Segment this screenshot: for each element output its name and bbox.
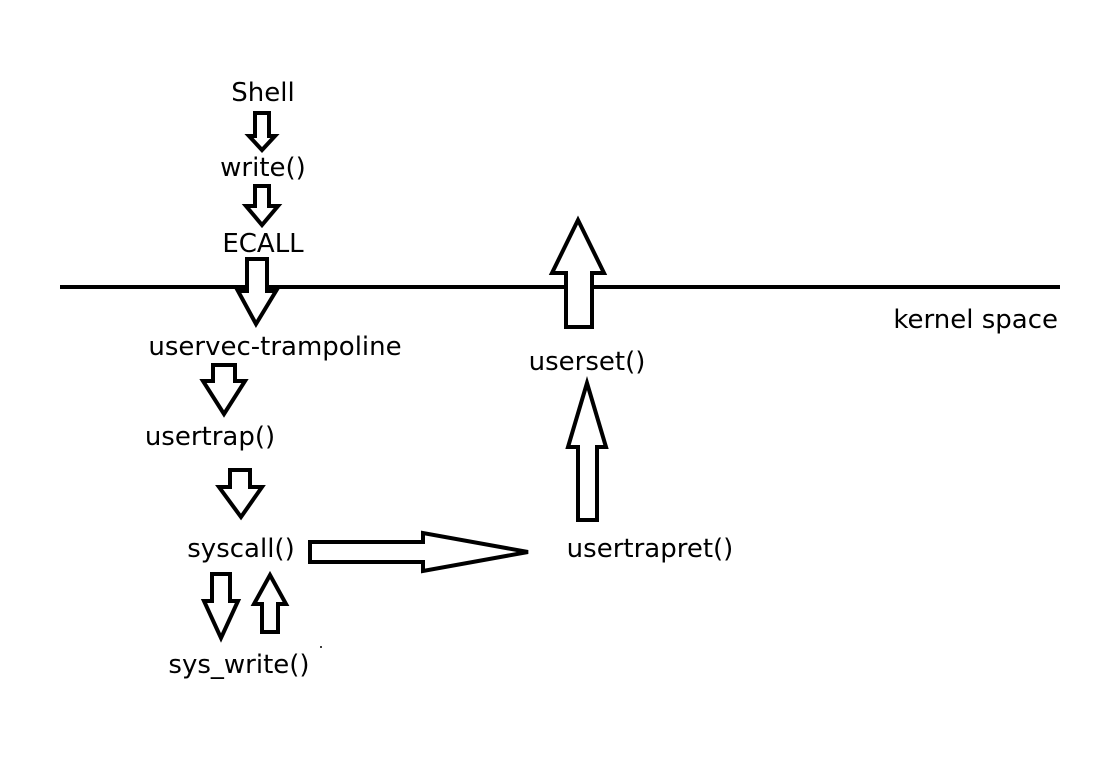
shell-node: Shell (231, 78, 294, 108)
arrow-syscall-to-sys-write (200, 572, 242, 643)
speck-mark (320, 646, 322, 648)
userset-node: userset() (529, 347, 646, 377)
arrow-userset-to-user-space (548, 215, 608, 329)
uservec-trampoline-node: uservec-trampoline (148, 332, 401, 362)
arrow-usertrap-to-syscall (215, 468, 266, 521)
usertrapret-node: usertrapret() (567, 534, 734, 564)
usertrap-node: usertrap() (145, 422, 275, 452)
sys-write-node: sys_write() (168, 650, 309, 680)
arrow-uservec-to-usertrap (199, 363, 249, 418)
arrow-syscall-to-usertrapret (308, 530, 529, 574)
arrow-ecall-to-uservec (234, 257, 280, 329)
arrow-write-to-ecall (241, 184, 283, 229)
arrow-sys-write-to-syscall (250, 570, 290, 634)
arrow-usertrapret-to-userset (565, 375, 609, 522)
arrow-shell-to-write (244, 111, 280, 153)
ecall-node: ECALL (222, 229, 304, 259)
kernel-space-label: kernel space (893, 305, 1058, 335)
syscall-node: syscall() (187, 534, 294, 564)
write-node: write() (220, 153, 306, 183)
